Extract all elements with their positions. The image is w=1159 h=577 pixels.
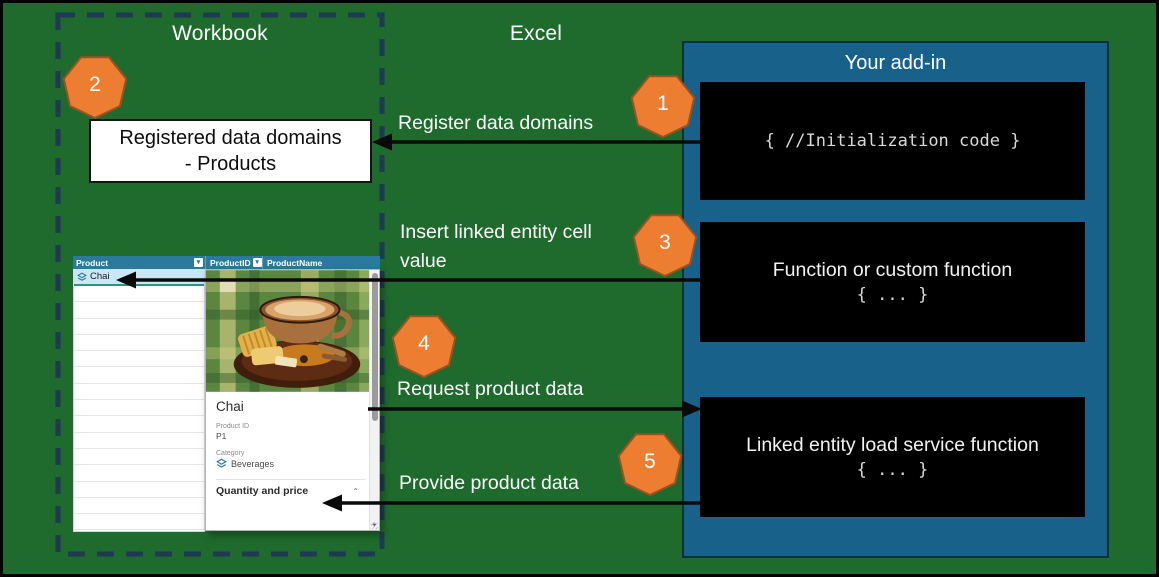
category-label: Category [216,450,245,457]
card-title: Chai [216,399,244,414]
column-header-productid-label: ProductID [210,257,251,268]
column-header-productid: ProductID ▾ [205,256,262,269]
step-badge-2-number: 2 [89,72,101,96]
step-badge-5: 5 [617,430,683,496]
sheet-empty-row [74,351,204,368]
sheet-empty-row [74,498,204,515]
load-service-code-box: Linked entity load service function { ..… [700,397,1085,517]
category-row: Beverages [216,458,365,469]
sheet-empty-row [74,530,204,531]
sheet-empty-row [74,433,204,449]
addin-panel: Your add-in { //Initialization code } Fu… [682,41,1109,558]
card-scrollbar[interactable]: ▼ [369,270,379,530]
product-id-label: Product ID [216,423,250,430]
sheet-empty-row [74,482,204,498]
label-insert-line1: Insert linked entity cell [400,221,592,243]
workbook-dashed-frame [55,12,385,557]
step-badge-2: 2 [62,53,128,119]
heptagon-shape [632,214,698,277]
quantity-price-section[interactable]: Quantity and price ⌃ [216,485,365,497]
step-badge-1: 1 [630,72,696,138]
label-request-product-data: Request product data [397,378,584,400]
collapse-chevron-icon[interactable]: ⌃ [352,486,359,496]
dropdown-glyph: ▾ [196,259,201,266]
card-resize-handle[interactable] [371,522,378,529]
addin-title: Your add-in [844,52,947,74]
label-provide-product-data: Provide product data [399,472,579,494]
scrollbar-thumb[interactable] [372,273,378,421]
label-insert-linked-entity: Insert linked entity cell value [400,218,592,276]
function-box-code: { ... } [856,285,929,305]
heptagon-shape [617,433,683,496]
init-code-text: { //Initialization code } [764,131,1021,151]
sheet-body: Chai [73,269,380,532]
column-header-product-label: Product [76,257,109,268]
registered-data-domains-box: Registered data domains - Products [89,119,372,183]
heptagon-shape [62,56,128,119]
load-service-box-title: Linked entity load service function [746,434,1039,456]
heptagon-shape [630,75,696,138]
sheet-empty-row [74,416,204,433]
sheet-header-row: Product ▾ ProductID ▾ ProductName [73,256,380,269]
product-id-value: P1 [216,431,227,441]
sheet-empty-row [74,286,204,303]
chai-photo [206,270,379,392]
card-body: Chai Product ID P1 Category Beverages Qu… [206,392,379,497]
dropdown-glyph: ▾ [255,259,259,266]
sheet-empty-row [74,384,204,401]
sheet-empty-row [74,367,204,384]
linked-entity-icon [216,458,227,468]
step-badge-3-number: 3 [659,230,671,254]
sheet-empty-row [74,465,204,482]
step-badge-3: 3 [632,211,698,277]
filter-dropdown-icon[interactable]: ▾ [194,258,203,267]
sheet-empty-row [74,319,204,335]
column-header-productname: ProductName [262,256,380,269]
column-header-product: Product ▾ [73,256,205,269]
sheet-empty-row [74,514,204,531]
excel-zone-label: Excel [509,22,563,45]
registered-box-line2: - Products [184,153,277,175]
sheet-empty-row [74,335,204,352]
step-badge-1-number: 1 [657,91,669,115]
sheet-empty-row [74,400,204,417]
step-badge-4-number: 4 [418,331,430,355]
workbook-zone-label: Workbook [172,22,268,45]
excel-sheet-screenshot: Product ▾ ProductID ▾ ProductName Chai [73,256,380,532]
init-code-box: { //Initialization code } [700,82,1085,200]
heptagon-shape [391,315,457,378]
step-badge-4: 4 [391,312,457,378]
card-divider [216,479,365,480]
quantity-price-title: Quantity and price [216,485,309,497]
filter-dropdown-icon[interactable]: ▾ [252,258,262,267]
function-box-title: Function or custom function [772,259,1013,281]
sheet-empty-row [74,449,204,466]
chai-linked-entity-cell[interactable]: Chai [74,269,204,286]
category-value: Beverages [231,458,275,469]
entity-card: Chai Product ID P1 Category Beverages Qu… [205,269,380,531]
linked-entity-icon [77,272,87,281]
sheet-grid-column: Chai [73,269,205,532]
function-code-box: Function or custom function { ... } [700,222,1085,342]
column-header-productname-label: ProductName [267,257,323,268]
sheet-empty-row [74,302,204,319]
sheet-grid-rows [74,286,204,531]
load-service-box-code: { ... } [856,460,929,480]
registered-box-line1: Registered data domains [119,127,342,149]
chai-cell-text: Chai [90,271,110,282]
label-insert-line2: value [400,250,447,272]
label-register-data-domains: Register data domains [398,112,594,134]
step-badge-5-number: 5 [644,449,656,473]
